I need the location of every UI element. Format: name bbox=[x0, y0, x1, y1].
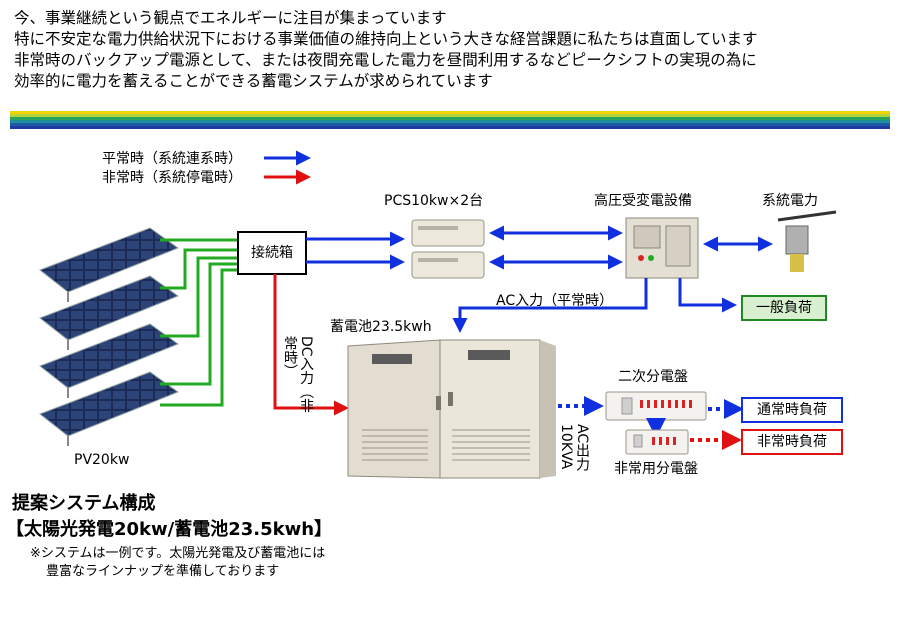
normal-load-label: 通常時負荷 bbox=[757, 402, 827, 418]
emergency-panel-label: 非常用分電盤 bbox=[614, 461, 698, 477]
secondary-panel bbox=[605, 391, 707, 421]
intro-text: 今、事業継続という観点でエネルギーに注目が集まっています 特に不安定な電力供給状… bbox=[14, 8, 894, 92]
intro-line-4: 効率的に電力を蓄えることができる蓄電システムが求められています bbox=[14, 72, 493, 90]
ac-input-label: AC入力（平常時） bbox=[496, 293, 614, 309]
footnote-line-1: ※システムは一例です。太陽光発電及び蓄電池には bbox=[30, 546, 326, 561]
legend-normal-label: 平常時（系統連系時） bbox=[102, 151, 242, 167]
emergency-load-frame bbox=[741, 429, 843, 455]
proposal-subtitle: 【太陽光発電20kw/蓄電池23.5kwh】 bbox=[6, 519, 333, 540]
pcs-label: PCS10kw×2台 bbox=[384, 193, 484, 209]
arrow-ac-input bbox=[452, 278, 648, 333]
junction-box-label: 接続箱 bbox=[251, 245, 293, 261]
normal-load-frame bbox=[741, 397, 843, 423]
substation-label: 高圧受変電設備 bbox=[594, 193, 692, 209]
intro-line-1: 今、事業継続という観点でエネルギーに注目が集まっています bbox=[14, 9, 447, 27]
footnote: ※システムは一例です。太陽光発電及び蓄電池には 豊富なラインナップを準備しており… bbox=[30, 545, 325, 581]
grid-label: 系統電力 bbox=[762, 193, 818, 209]
proposal-title: 提案システム構成 bbox=[12, 493, 156, 514]
emergency-load-label: 非常時負荷 bbox=[757, 434, 827, 450]
grid-pole bbox=[777, 210, 837, 272]
general-load-label: 一般負荷 bbox=[756, 300, 812, 316]
decorative-band bbox=[10, 111, 890, 131]
dc-input-label: DC入力（非常時） bbox=[282, 336, 314, 413]
intro-line-3: 非常時のバックアップ電源として、または夜間充電した電力を昼間利用するなどピークシ… bbox=[14, 51, 757, 69]
battery-cabinets bbox=[347, 339, 556, 479]
intro-line-2: 特に不安定な電力供給状況下における事業価値の維持向上という大きな経営課題に私たち… bbox=[14, 30, 758, 48]
legend-emergency-label: 非常時（系統停電時） bbox=[102, 170, 242, 186]
ac-output-label: AC出力 10KVA bbox=[558, 424, 590, 472]
emergency-panel bbox=[625, 429, 689, 455]
arrow-substation-general-load bbox=[678, 278, 737, 313]
secondary-panel-label: 二次分電盤 bbox=[618, 369, 688, 385]
junction-box-frame bbox=[237, 231, 307, 275]
battery-label: 蓄電池23.5kwh bbox=[330, 319, 432, 335]
solar-panel-array bbox=[38, 227, 180, 446]
general-load-frame bbox=[741, 295, 827, 321]
footnote-line-2: 豊富なラインナップを準備しております bbox=[46, 564, 280, 579]
pcs-units bbox=[411, 219, 485, 279]
pv-label: PV20kw bbox=[74, 452, 130, 468]
substation-cabinet bbox=[625, 217, 699, 279]
arrow-dc-input bbox=[273, 274, 349, 416]
pv-wires bbox=[160, 238, 238, 407]
